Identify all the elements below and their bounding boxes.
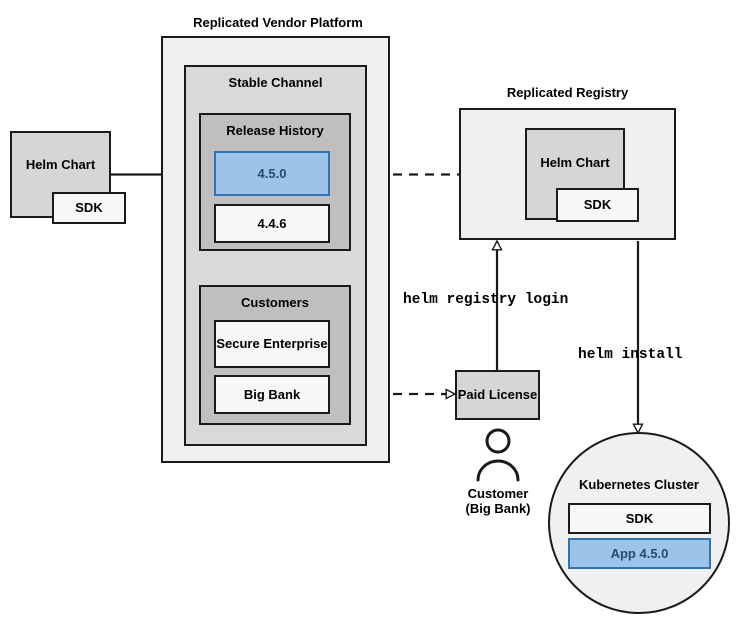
paid-license-box[interactable]: Paid License — [455, 370, 540, 420]
release-item-450-label: 4.5.0 — [257, 165, 287, 181]
command-helm-registry-login: helm registry login — [403, 292, 569, 308]
helm-chart-source-label: Helm Chart — [25, 156, 96, 172]
customer-item-secure-enterprise[interactable]: Secure Enterprise — [214, 320, 330, 368]
customer-item-secure-enterprise-label: Secure Enterprise — [216, 336, 328, 352]
kubernetes-cluster-label: Kubernetes Cluster — [579, 477, 699, 492]
cluster-item-app-label: App 4.5.0 — [610, 545, 669, 561]
release-item-446-label: 4.4.6 — [257, 215, 287, 231]
helm-chart-source-sdk-box[interactable]: SDK — [52, 192, 126, 224]
helm-chart-source-sdk-label: SDK — [75, 200, 103, 216]
customer-item-big-bank[interactable]: Big Bank — [214, 375, 330, 414]
release-item-450[interactable]: 4.5.0 — [214, 151, 330, 196]
customers-label: Customers — [241, 295, 309, 310]
release-history-label: Release History — [226, 123, 324, 138]
vendor-platform-title: Replicated Vendor Platform — [193, 15, 363, 30]
cluster-item-app[interactable]: App 4.5.0 — [568, 538, 711, 569]
registry-sdk-label: SDK — [583, 197, 612, 213]
registry-title: Replicated Registry — [506, 85, 629, 100]
release-item-446[interactable]: 4.4.6 — [214, 204, 330, 243]
person-icon — [476, 428, 520, 482]
registry-sdk-box[interactable]: SDK — [556, 188, 639, 222]
paid-license-label: Paid License — [457, 387, 538, 403]
registry-helm-chart-label: Helm Chart — [540, 155, 610, 171]
command-helm-install: helm install — [578, 347, 683, 363]
cluster-item-sdk-label: SDK — [625, 510, 654, 526]
cluster-item-sdk[interactable]: SDK — [568, 503, 711, 534]
stable-channel-label: Stable Channel — [228, 75, 323, 90]
customer-item-big-bank-label: Big Bank — [243, 386, 301, 402]
customer-actor-label: Customer (Big Bank) — [465, 486, 531, 517]
